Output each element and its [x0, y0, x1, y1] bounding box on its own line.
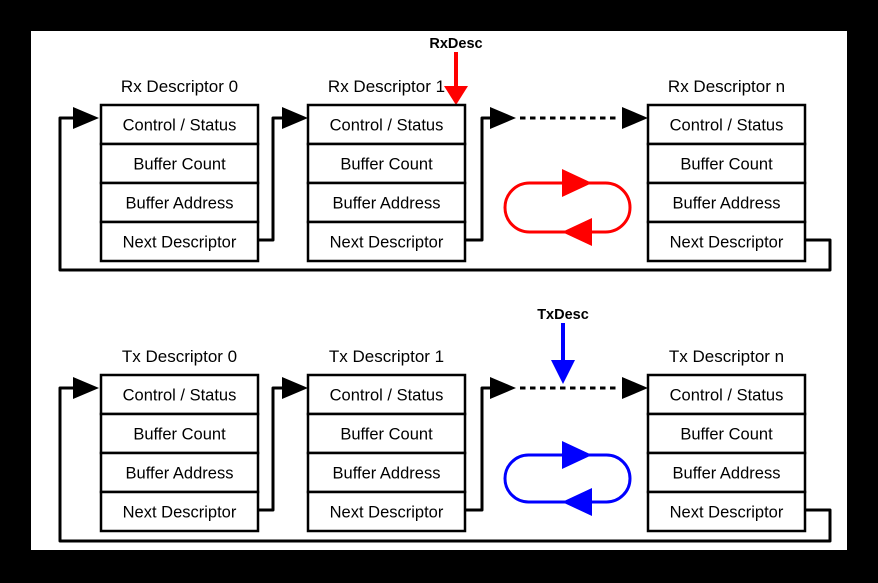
tx-descriptor-1-title: Tx Descriptor 1: [329, 347, 444, 366]
rx-section: RxDesc Rx Descriptor 0 Control / Status …: [58, 36, 832, 272]
rx-desc0-control-status-label: Control / Status: [123, 117, 237, 135]
rx-descn-control-status-cell: [646, 103, 807, 146]
tx-desc0-next-descriptor-label: Next Descriptor: [123, 504, 237, 522]
rxdesc-pointer-label: RxDesc: [429, 36, 482, 52]
tx-desc1-buffer-count-cell: [306, 412, 467, 455]
rxdesc-pointer-arrowhead-icon: [444, 86, 468, 105]
rx-desc0-next-descriptor-label: Next Descriptor: [123, 234, 237, 252]
rx-descriptor-0-box: Rx Descriptor 0 Control / Status Buffer …: [99, 77, 260, 263]
tx-descriptor-0-title: Tx Descriptor 0: [122, 347, 237, 366]
rx-link-0-to-1-arrowhead-icon: [282, 107, 308, 129]
rx-desc1-next-descriptor-label: Next Descriptor: [330, 234, 444, 252]
rx-desc0-next-descriptor-cell: [99, 220, 260, 263]
tx-descn-control-status-label: Control / Status: [670, 387, 784, 405]
rx-descn-next-descriptor-cell: [646, 220, 807, 263]
rx-descn-control-status-label: Control / Status: [670, 117, 784, 135]
rx-ring-loop-bottom-arrowhead-icon: [562, 218, 592, 246]
rx-link-0-to-1-path: [258, 116, 282, 242]
tx-descn-next-descriptor-label: Next Descriptor: [670, 504, 784, 522]
rx-descn-next-descriptor-label: Next Descriptor: [670, 234, 784, 252]
tx-descriptor-0-box: Tx Descriptor 0 Control / Status Buffer …: [99, 347, 260, 533]
rx-desc1-buffer-count-label: Buffer Count: [340, 156, 433, 174]
tx-descriptor-n-title: Tx Descriptor n: [669, 347, 784, 366]
tx-wraparound-arrowhead-icon: [73, 377, 99, 399]
tx-desc1-buffer-address-label: Buffer Address: [333, 465, 441, 483]
rx-descn-buffer-count-label: Buffer Count: [680, 156, 773, 174]
rx-ring-loop-icon: [503, 169, 632, 246]
rx-dash-start-arrowhead-icon: [490, 107, 516, 129]
rx-descn-buffer-count-cell: [646, 142, 807, 185]
tx-ring-loop-top-arrowhead-icon: [562, 441, 592, 469]
rx-ring-loop-top-arrowhead-icon: [562, 169, 592, 197]
rx-link-into-n-arrowhead-icon: [622, 107, 648, 129]
tx-desc1-next-descriptor-label: Next Descriptor: [330, 504, 444, 522]
tx-link-0-to-1-arrowhead-icon: [282, 377, 308, 399]
tx-desc0-buffer-count-label: Buffer Count: [133, 426, 226, 444]
txdesc-pointer-arrowhead-icon: [551, 360, 575, 384]
tx-descriptor-n-box: Tx Descriptor n Control / Status Buffer …: [646, 347, 807, 533]
tx-desc1-control-status-label: Control / Status: [330, 387, 444, 405]
tx-descn-control-status-cell: [646, 373, 807, 416]
tx-desc0-control-status-cell: [99, 373, 260, 416]
rx-wraparound-arrowhead-icon: [73, 107, 99, 129]
tx-descn-buffer-address-label: Buffer Address: [673, 465, 781, 483]
tx-descn-buffer-count-label: Buffer Count: [680, 426, 773, 444]
tx-desc0-next-descriptor-cell: [99, 490, 260, 533]
tx-desc0-buffer-address-cell: [99, 451, 260, 494]
rx-descn-buffer-address-cell: [646, 181, 807, 224]
tx-desc1-next-descriptor-cell: [306, 490, 467, 533]
tx-wraparound-link-path: [58, 386, 832, 543]
tx-desc0-buffer-address-label: Buffer Address: [126, 465, 234, 483]
tx-ring-loop-bottom-arrowhead-icon: [562, 488, 592, 516]
rx-desc0-buffer-count-label: Buffer Count: [133, 156, 226, 174]
rx-desc1-buffer-address-label: Buffer Address: [333, 195, 441, 213]
rx-desc0-buffer-address-label: Buffer Address: [126, 195, 234, 213]
txdesc-pointer-label: TxDesc: [537, 307, 589, 323]
tx-desc0-control-status-label: Control / Status: [123, 387, 237, 405]
rx-desc1-control-status-label: Control / Status: [330, 117, 444, 135]
rx-descriptor-0-title: Rx Descriptor 0: [121, 77, 238, 96]
tx-desc0-buffer-count-cell: [99, 412, 260, 455]
rx-desc1-buffer-address-cell: [306, 181, 467, 224]
rx-descriptor-n-box: Rx Descriptor n Control / Status Buffer …: [646, 77, 807, 263]
tx-dash-start-arrowhead-icon: [490, 377, 516, 399]
rx-descriptor-1-title: Rx Descriptor 1: [328, 77, 445, 96]
rx-descn-buffer-address-label: Buffer Address: [673, 195, 781, 213]
rx-descriptor-1-box: Rx Descriptor 1 Control / Status Buffer …: [306, 77, 467, 263]
tx-link-1-out-path: [465, 386, 490, 512]
rx-link-1-out-path: [465, 116, 490, 242]
rx-descriptor-n-title: Rx Descriptor n: [668, 77, 785, 96]
rx-wraparound-link-path: [58, 116, 832, 272]
tx-section: TxDesc Tx Descriptor 0 Control / Status …: [58, 307, 832, 543]
tx-ring-loop-icon: [503, 441, 632, 516]
tx-descriptor-1-box: Tx Descriptor 1 Control / Status Buffer …: [306, 347, 467, 533]
rx-desc1-control-status-cell: [306, 103, 467, 146]
tx-link-into-n-arrowhead-icon: [622, 377, 648, 399]
tx-descn-next-descriptor-cell: [646, 490, 807, 533]
rx-desc1-next-descriptor-cell: [306, 220, 467, 263]
tx-desc1-buffer-address-cell: [306, 451, 467, 494]
tx-desc1-buffer-count-label: Buffer Count: [340, 426, 433, 444]
tx-link-0-to-1-path: [258, 386, 282, 512]
